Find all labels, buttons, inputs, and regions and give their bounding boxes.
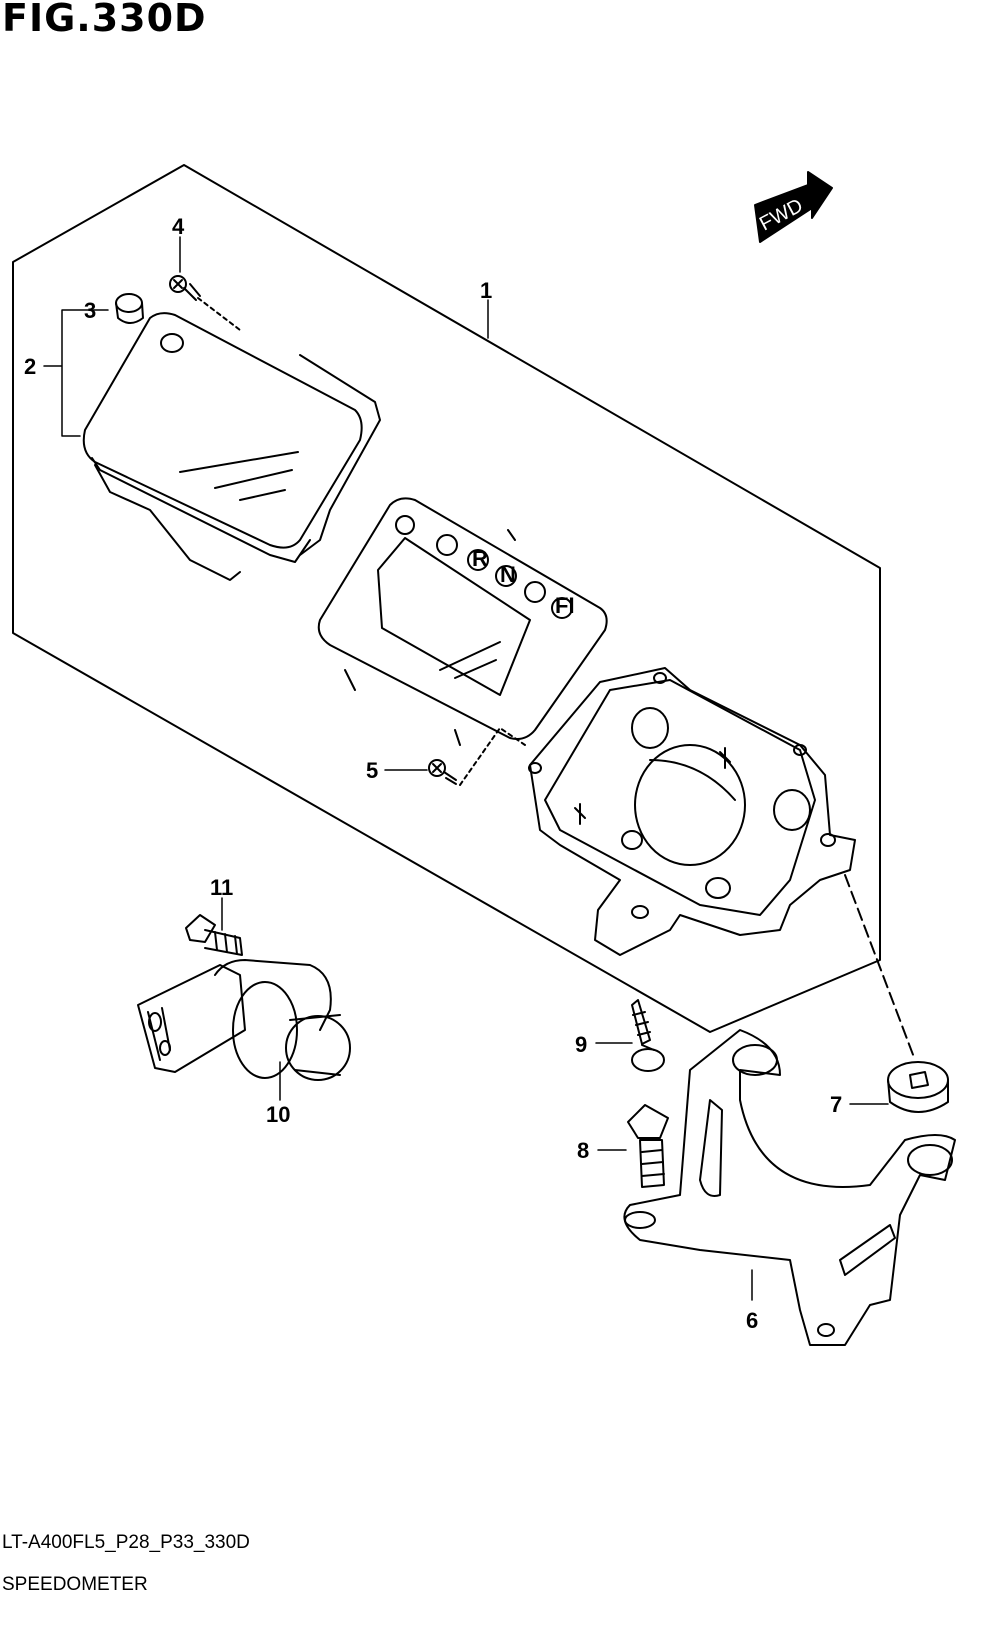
callout-4: 4 — [172, 214, 185, 239]
callout-10: 10 — [266, 1102, 290, 1127]
bracket-bolt — [627, 1104, 669, 1188]
screw-small-upper — [169, 275, 241, 331]
callout-2: 2 — [24, 354, 36, 379]
rubber-cap — [115, 293, 144, 324]
meter-bracket — [623, 1029, 956, 1346]
rubber-grommet — [887, 1061, 949, 1113]
callout-7: 7 — [830, 1092, 842, 1117]
figure-code: LT-A400FL5_P28_P33_330D — [2, 1532, 250, 1553]
fwd-arrow-badge: FWD — [754, 171, 833, 243]
callout-6: 6 — [746, 1308, 758, 1333]
indicator-fi: FI — [555, 593, 575, 618]
figure-caption: SPEEDOMETER — [2, 1574, 148, 1595]
callout-1: 1 — [480, 278, 492, 303]
meter-cover — [82, 312, 381, 581]
meter-display-panel — [317, 497, 608, 746]
screw-small-lower — [428, 727, 526, 786]
callout-11: 11 — [210, 875, 233, 900]
speed-sensor — [137, 959, 351, 1081]
assembly-guide-line — [844, 874, 916, 1061]
callout-5: 5 — [366, 758, 378, 783]
figure-title: FIG.330D — [2, 0, 207, 40]
indicator-r: R — [472, 546, 488, 571]
meter-housing — [528, 667, 856, 956]
callout-3: 3 — [84, 298, 96, 323]
leader-lines — [43, 236, 889, 1301]
indicator-n: N — [500, 562, 516, 587]
sensor-bolt — [185, 914, 243, 956]
callout-8: 8 — [577, 1138, 589, 1163]
tapping-screw — [631, 999, 665, 1072]
callout-9: 9 — [575, 1032, 587, 1057]
assembly-outline — [12, 164, 881, 1033]
